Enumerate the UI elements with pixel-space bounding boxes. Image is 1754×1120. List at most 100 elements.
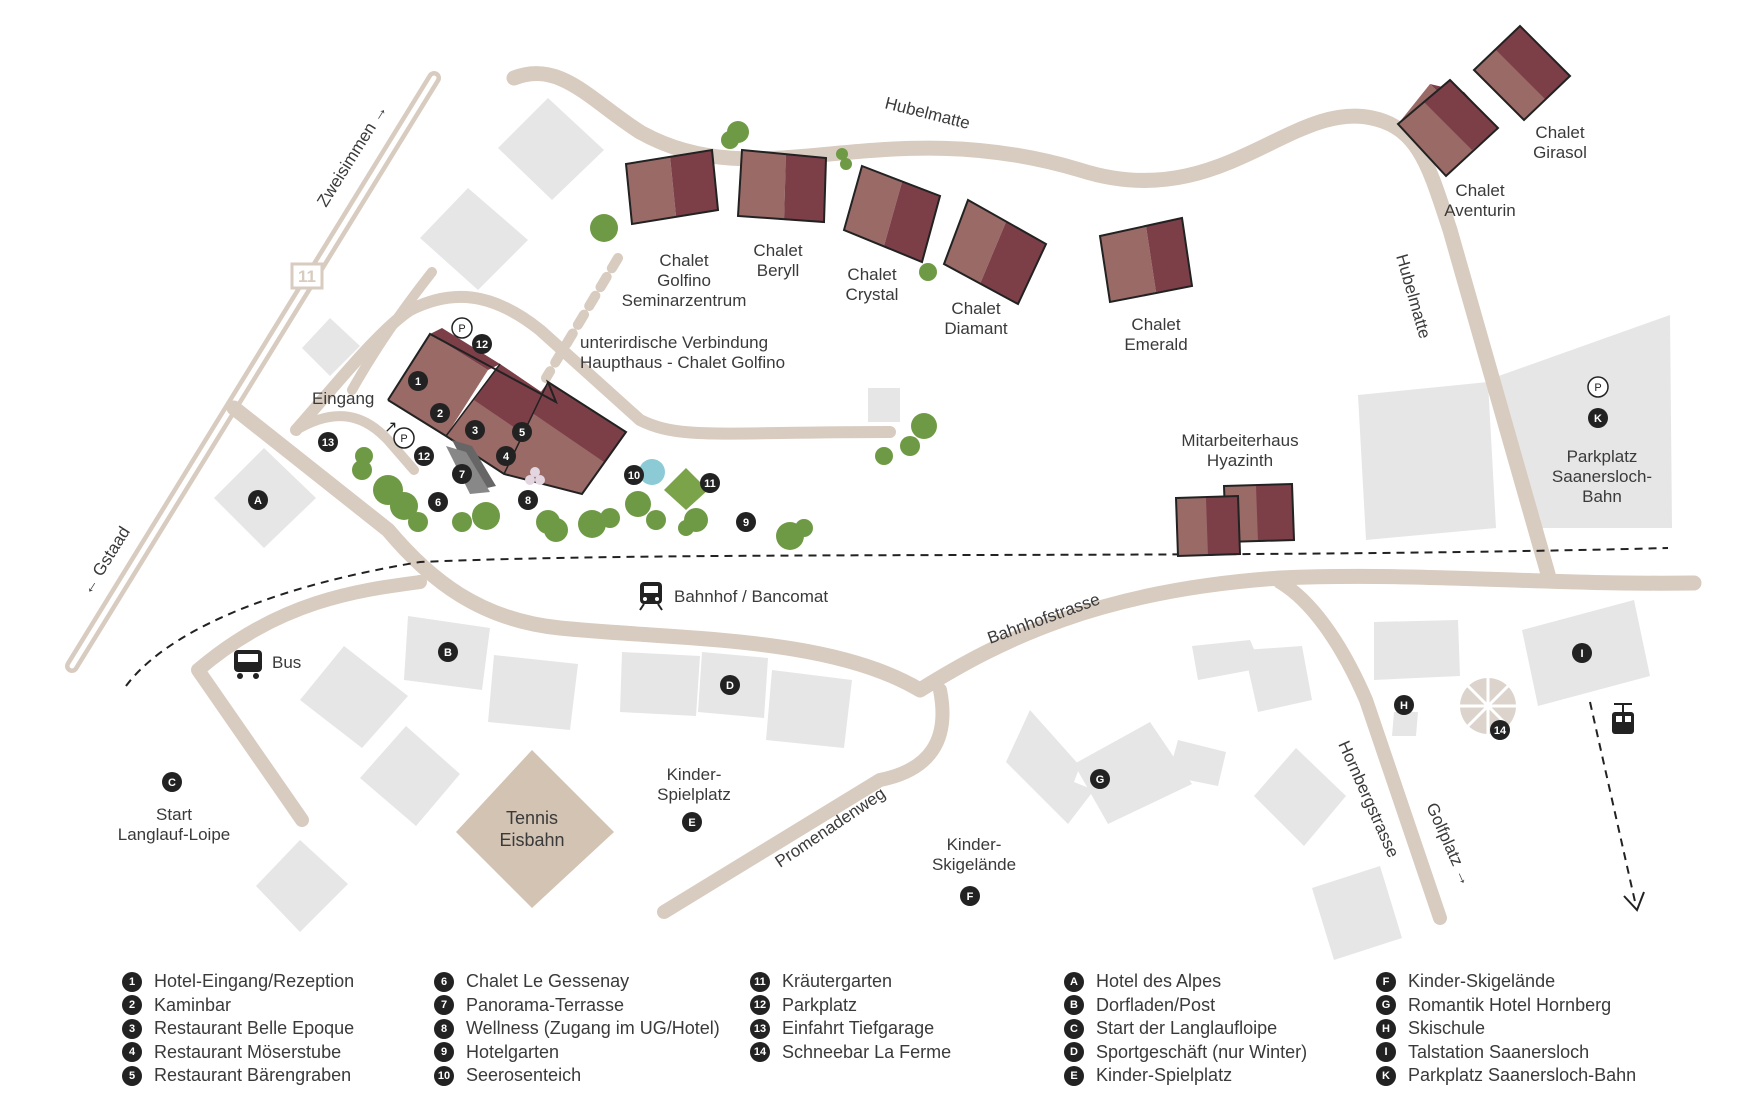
legend-key: 4 bbox=[122, 1042, 142, 1063]
label-mitarbeiterhaus-1: Mitarbeiterhaus bbox=[1181, 431, 1298, 450]
chalets bbox=[387, 24, 1572, 558]
legend-key: 7 bbox=[434, 995, 454, 1016]
map-marker-mH: H bbox=[1394, 695, 1414, 715]
herb-garden bbox=[664, 468, 708, 510]
svg-text:G: G bbox=[1096, 774, 1105, 786]
building bbox=[868, 388, 900, 422]
legend-label: Kräutergarten bbox=[782, 971, 893, 992]
svg-text:A: A bbox=[254, 495, 262, 507]
road-hotel-access bbox=[347, 267, 437, 395]
label-chalet-golfino-1: Chalet bbox=[659, 251, 708, 270]
route-number: 11 bbox=[298, 267, 316, 286]
building-skischule bbox=[1374, 620, 1460, 680]
map-marker-m8: 8 bbox=[518, 490, 538, 510]
label-tennis-1: Tennis bbox=[506, 808, 558, 828]
svg-text:E: E bbox=[688, 817, 695, 829]
label-chalet-beryll-1: Chalet bbox=[753, 241, 802, 260]
legend-key: 13 bbox=[750, 1018, 770, 1039]
chalet-beryll bbox=[736, 148, 828, 224]
legend-key: 10 bbox=[434, 1065, 454, 1086]
svg-text:1: 1 bbox=[415, 376, 421, 388]
svg-text:P: P bbox=[400, 433, 407, 445]
label-eingang: Eingang bbox=[312, 389, 374, 408]
label-chalet-girasol-2: Girasol bbox=[1533, 143, 1587, 162]
place-labels: Chalet Golfino Seminarzentrum Chalet Ber… bbox=[118, 123, 1652, 874]
entrance-arrow-icon: ↗ bbox=[384, 419, 397, 436]
gondola-route bbox=[1589, 701, 1645, 912]
legend-label: Sportgeschäft (nur Winter) bbox=[1096, 1041, 1308, 1062]
legend-key: D bbox=[1064, 1042, 1084, 1063]
legend-key: 2 bbox=[122, 995, 142, 1016]
resort-map: 11 bbox=[65, 24, 1702, 960]
legend-key: 9 bbox=[434, 1042, 454, 1063]
map-marker-m6: 6 bbox=[428, 492, 448, 512]
road-bahnhofstrasse bbox=[226, 400, 1702, 698]
map-marker-m12a: 12 bbox=[472, 334, 492, 354]
tennis-court bbox=[456, 750, 614, 908]
building bbox=[420, 188, 528, 290]
svg-text:5: 5 bbox=[519, 427, 525, 439]
label-underground-1: unterirdische Verbindung bbox=[580, 333, 768, 352]
svg-text:9: 9 bbox=[743, 517, 749, 529]
map-marker-mC: C bbox=[162, 772, 182, 792]
legend-key: 11 bbox=[750, 971, 770, 992]
legend-label: Seerosenteich bbox=[466, 1065, 582, 1086]
label-bahnhof: Bahnhof / Bancomat bbox=[674, 587, 828, 606]
map-marker-m5: 5 bbox=[512, 422, 532, 442]
road-label-hubelmatte: Hubelmatte bbox=[883, 93, 972, 132]
legend-label: Dorfladen/Post bbox=[1096, 994, 1216, 1015]
label-kinder-skigelaende-1: Kinder- bbox=[947, 835, 1002, 854]
svg-text:14: 14 bbox=[1494, 725, 1507, 737]
map-marker-m14: 14 bbox=[1490, 720, 1510, 740]
building bbox=[498, 98, 604, 200]
legend-label: Schneebar La Ferme bbox=[782, 1041, 952, 1062]
legend-item: 7 Panorama-Terrasse bbox=[434, 994, 720, 1018]
label-tennis-2: Eisbahn bbox=[499, 830, 564, 850]
legend-key: 14 bbox=[750, 1042, 770, 1063]
map-marker-m10: 10 bbox=[624, 465, 644, 485]
label-kinder-skigelaende-2: Skigelände bbox=[932, 855, 1016, 874]
legend-item: I Talstation Saanersloch bbox=[1376, 1041, 1636, 1065]
building bbox=[1168, 740, 1226, 786]
legend-key: F bbox=[1376, 971, 1396, 992]
map-marker-m12b: 12 bbox=[414, 446, 434, 466]
legend-key: I bbox=[1376, 1042, 1396, 1063]
map-marker-m3: 3 bbox=[465, 420, 485, 440]
svg-text:2: 2 bbox=[437, 408, 443, 420]
label-chalet-diamant-2: Diamant bbox=[944, 319, 1008, 338]
building bbox=[620, 652, 700, 716]
mitarbeiterhaus-hyazinth bbox=[1174, 482, 1296, 558]
building bbox=[488, 655, 578, 730]
label-kinder-spielplatz-2: Spielplatz bbox=[657, 785, 731, 804]
legend-label: Start der Langlaufloipe bbox=[1096, 1018, 1278, 1039]
legend-label: Panorama-Terrasse bbox=[466, 994, 625, 1015]
legend-key: 12 bbox=[750, 995, 770, 1016]
legend-key: H bbox=[1376, 1018, 1396, 1039]
building bbox=[360, 726, 460, 826]
label-kinder-spielplatz-1: Kinder- bbox=[667, 765, 722, 784]
map-marker-m4: 4 bbox=[496, 446, 516, 466]
legend-label: Talstation Saanersloch bbox=[1408, 1041, 1590, 1062]
map-marker-m13: 13 bbox=[318, 432, 338, 452]
map-marker-m11: 11 bbox=[700, 473, 720, 493]
map-marker-mD: D bbox=[720, 675, 740, 695]
road-garage bbox=[291, 411, 419, 475]
parking-icon-p1: P bbox=[451, 317, 473, 339]
legend-label: Romantik Hotel Hornberg bbox=[1408, 994, 1612, 1015]
label-chalet-aventurin-2: Aventurin bbox=[1444, 201, 1516, 220]
label-chalet-golfino-3: Seminarzentrum bbox=[622, 291, 747, 310]
building bbox=[1006, 710, 1094, 824]
